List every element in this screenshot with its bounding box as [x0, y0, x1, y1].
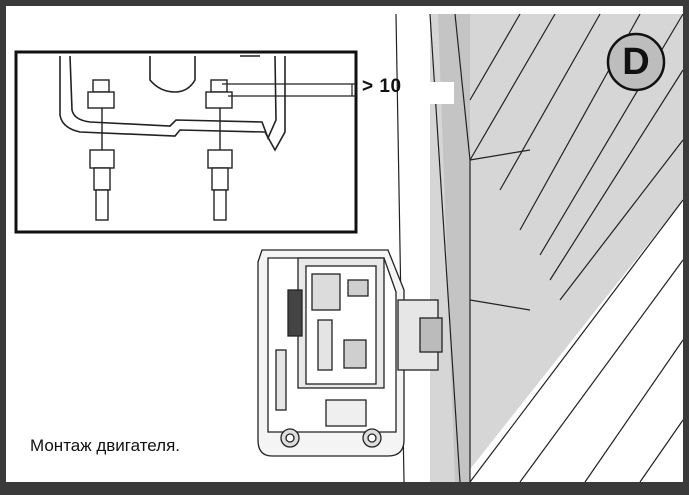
motor-unit: [257, 249, 443, 457]
left-bolt: [87, 79, 115, 221]
step-badge: [606, 32, 666, 92]
step-badge-letter: D: [622, 40, 650, 83]
gate-illustration: [395, 13, 684, 483]
detail-inset: [14, 50, 454, 234]
measurement-marker: [222, 83, 356, 97]
measurement-label: > 10: [362, 76, 402, 97]
caption-text: Монтаж двигателя.: [30, 436, 181, 455]
right-bolt: [205, 79, 233, 221]
